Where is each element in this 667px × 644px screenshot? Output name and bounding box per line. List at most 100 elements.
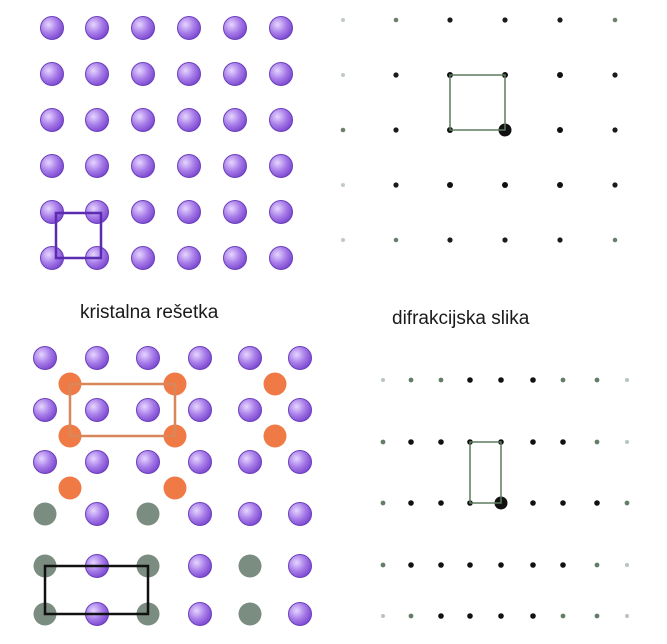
purple-atom <box>86 503 109 526</box>
diffraction-spot <box>341 128 346 133</box>
purple-atom <box>137 451 160 474</box>
diffraction-spot <box>341 183 345 187</box>
diffraction-spot <box>560 439 566 445</box>
purple-atom <box>189 603 212 626</box>
simple-diffraction-pattern <box>341 17 618 242</box>
purple-atom <box>178 109 201 132</box>
purple-atom <box>41 109 64 132</box>
purple-atom <box>86 17 109 40</box>
diffraction-spot <box>560 500 566 506</box>
diffraction-spot <box>408 439 414 445</box>
purple-atom <box>178 247 201 270</box>
diffraction-spot <box>530 439 536 445</box>
purple-atom <box>289 503 312 526</box>
diffraction-spot <box>557 127 563 133</box>
purple-atom <box>86 109 109 132</box>
diffraction-spot <box>502 17 507 22</box>
purple-atom <box>132 17 155 40</box>
diffraction-spot <box>381 614 385 618</box>
diffraction-spot <box>612 182 617 187</box>
purple-atom <box>224 109 247 132</box>
purple-atom <box>41 17 64 40</box>
purple-atom <box>132 247 155 270</box>
purple-atom <box>178 63 201 86</box>
diffraction-spot <box>502 237 507 242</box>
purple-atom <box>178 17 201 40</box>
purple-atom <box>189 555 212 578</box>
diffraction-spot <box>595 563 600 568</box>
purple-atom <box>189 503 212 526</box>
purple-atom <box>289 399 312 422</box>
diffraction-spot <box>438 613 444 619</box>
diffraction-spot <box>557 17 562 22</box>
purple-atom <box>132 155 155 178</box>
purple-atom <box>239 451 262 474</box>
reciprocal-cell-outline <box>450 75 505 130</box>
diffraction-spot <box>408 500 414 506</box>
diffraction-spot <box>381 563 386 568</box>
diffraction-spot <box>447 182 453 188</box>
grey-atom <box>137 503 160 526</box>
diffraction-spot <box>394 18 399 23</box>
diffraction-spot <box>447 17 452 22</box>
grey-atom <box>34 503 57 526</box>
diffraction-spot <box>341 73 345 77</box>
simple-crystal-lattice <box>41 17 293 270</box>
diffraction-spot <box>625 378 629 382</box>
diffraction-spot <box>595 440 600 445</box>
diffraction-spot <box>613 18 618 23</box>
orange-atom <box>164 477 187 500</box>
purple-atom <box>239 503 262 526</box>
purple-atom <box>132 109 155 132</box>
purple-atom <box>289 555 312 578</box>
purple-atom <box>86 155 109 178</box>
diffraction-spot <box>467 613 473 619</box>
diffraction-spot <box>557 72 563 78</box>
diffraction-spot <box>341 18 345 22</box>
diffraction-spot <box>625 614 629 618</box>
purple-atom <box>270 109 293 132</box>
purple-atom <box>224 63 247 86</box>
diffraction-spot <box>530 500 536 506</box>
grey-atom <box>239 555 262 578</box>
diffraction-spot <box>595 614 600 619</box>
diffraction-spot <box>612 127 617 132</box>
superlattice-diffraction-pattern <box>381 377 630 619</box>
diffraction-spot <box>530 613 536 619</box>
purple-atom <box>270 155 293 178</box>
grey-atom <box>239 603 262 626</box>
purple-atom <box>224 155 247 178</box>
diffraction-spot <box>625 501 630 506</box>
diffraction-spot <box>409 378 414 383</box>
purple-atom <box>137 399 160 422</box>
diffraction-spot <box>561 378 566 383</box>
diffraction-spot <box>530 562 536 568</box>
purple-atom <box>86 347 109 370</box>
diffraction-spot <box>438 439 444 445</box>
purple-atom <box>137 347 160 370</box>
diffraction-spot <box>408 562 414 568</box>
diffraction-spot <box>613 238 618 243</box>
diffraction-spot <box>612 72 617 77</box>
purple-atom <box>41 155 64 178</box>
purple-atom <box>289 451 312 474</box>
purple-atom <box>224 17 247 40</box>
purple-atom <box>270 247 293 270</box>
purple-atom <box>86 399 109 422</box>
purple-atom <box>178 201 201 224</box>
diffraction-spot <box>381 440 386 445</box>
purple-atom <box>289 603 312 626</box>
diffraction-spot <box>381 501 386 506</box>
diffraction-spot <box>557 182 563 188</box>
purple-atom <box>34 399 57 422</box>
diffraction-spot <box>502 182 508 188</box>
reciprocal-cell-outline <box>470 442 501 503</box>
diffraction-spot <box>560 562 566 568</box>
caption-diffraction-pattern: difrakcijska slika <box>392 308 529 330</box>
diffraction-spot <box>498 613 504 619</box>
purple-atom <box>189 347 212 370</box>
diffraction-spot <box>594 500 600 506</box>
diffraction-spot <box>381 378 385 382</box>
superlattice-crystal <box>34 347 312 626</box>
diffraction-spot <box>438 500 444 506</box>
